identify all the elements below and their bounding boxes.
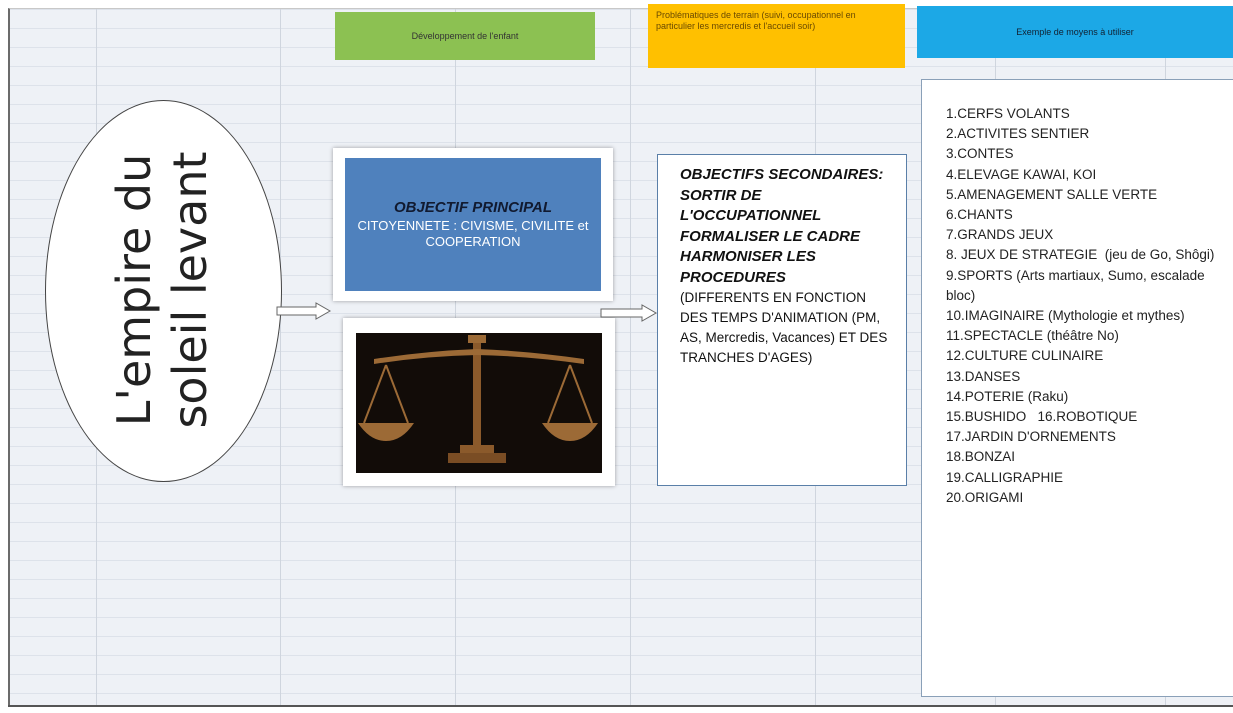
list-item: 11.SPECTACLE (théâtre No)	[946, 328, 1119, 344]
secondary-objectives-title: OBJECTIFS SECONDAIRES: SORTIR DE L'OCCUP…	[680, 166, 884, 286]
header-examples-label: Exemple de moyens à utiliser	[1016, 27, 1134, 37]
secondary-objectives-details: (DIFFERENTS EN FONCTION DES TEMPS D'ANIM…	[680, 290, 888, 365]
header-field-issues-label: Problématiques de terrain (suivi, occupa…	[656, 10, 856, 31]
list-item: 7.GRANDS JEUX	[946, 227, 1054, 243]
means-list: 1.CERFS VOLANTS 2.ACTIVITES SENTIER 3.CO…	[921, 79, 1233, 697]
header-examples: Exemple de moyens à utiliser	[917, 6, 1233, 58]
list-item: 9.SPORTS (Arts martiaux, Sumo, escalade …	[946, 267, 1209, 303]
secondary-objectives-box: OBJECTIFS SECONDAIRES: SORTIR DE L'OCCUP…	[657, 154, 907, 486]
list-item: 15.BUSHIDO 16.ROBOTIQUE	[946, 409, 1138, 425]
list-item: 20.ORIGAMI	[946, 489, 1024, 505]
main-objective-box: OBJECTIF PRINCIPAL CITOYENNETE : CIVISME…	[333, 148, 613, 301]
list-item: 1.CERFS VOLANTS	[946, 106, 1070, 121]
list-item: 8. JEUX DE STRATEGIE (jeu de Go, Shôgi)	[946, 247, 1215, 263]
theme-ellipse	[45, 100, 282, 482]
column-gridline	[280, 9, 281, 706]
main-objective-text: CITOYENNETE : CIVISME, CIVILITE et COOPE…	[357, 217, 589, 249]
bottom-border	[8, 705, 1233, 707]
theme-title: L'empire du soleil levant	[107, 151, 217, 429]
right-arrow-icon	[600, 304, 658, 322]
scales-of-justice-icon	[358, 335, 598, 463]
main-objective-panel: OBJECTIF PRINCIPAL CITOYENNETE : CIVISME…	[345, 158, 601, 291]
list-item: 10.IMAGINAIRE (Mythologie et mythes)	[946, 308, 1185, 324]
header-development: Développement de l'enfant	[335, 12, 595, 60]
list-item: 6.CHANTS	[946, 207, 1013, 223]
list-item: 5.AMENAGEMENT SALLE VERTE	[946, 186, 1158, 202]
list-item: 19.CALLIGRAPHIE	[946, 469, 1064, 485]
list-item: 18.BONZAI	[946, 449, 1016, 465]
list-item: 17.JARDIN D'ORNEMENTS	[946, 429, 1116, 445]
justice-image	[356, 333, 602, 473]
list-item: 3.CONTES	[946, 146, 1014, 162]
header-field-issues: Problématiques de terrain (suivi, occupa…	[648, 4, 905, 68]
main-objective-title: OBJECTIF PRINCIPAL	[393, 198, 553, 216]
column-gridline	[630, 9, 631, 706]
justice-image-frame	[343, 318, 615, 486]
list-item: 4.ELEVAGE KAWAI, KOI	[946, 166, 1097, 182]
list-item: 13.DANSES	[946, 368, 1021, 384]
list-item: 14.POTERIE (Raku)	[946, 388, 1069, 404]
list-item: 12.CULTURE CULINAIRE	[946, 348, 1104, 364]
header-development-label: Développement de l'enfant	[411, 31, 519, 41]
right-arrow-icon	[276, 302, 332, 320]
list-item: 2.ACTIVITES SENTIER	[946, 126, 1090, 142]
